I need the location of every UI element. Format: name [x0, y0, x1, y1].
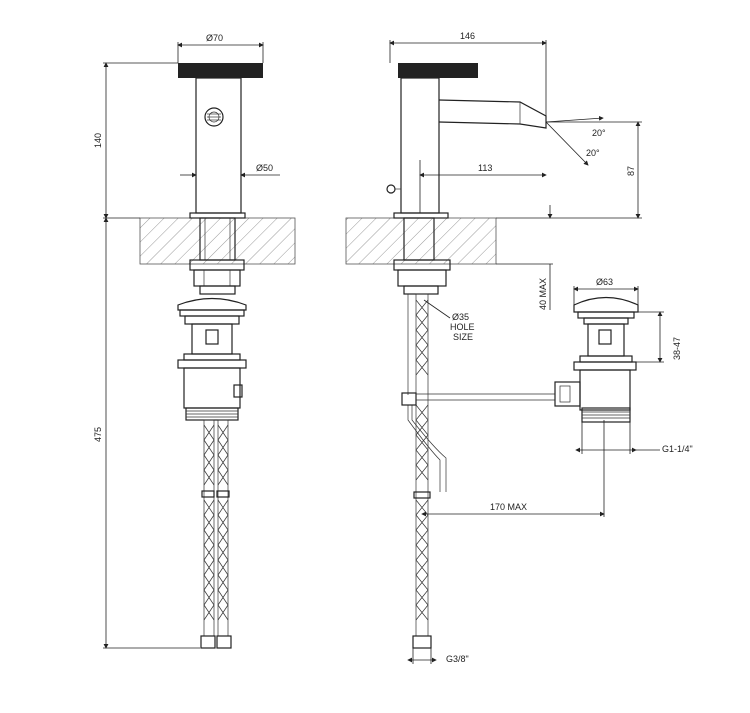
side-spout [438, 99, 547, 129]
front-drain-cap [177, 297, 247, 311]
side-faucet-cap [398, 63, 478, 78]
dim-38-47: 38-47 [672, 337, 682, 360]
dim-height-140: 140 [93, 133, 103, 148]
front-hoses [200, 419, 232, 649]
side-view: 146 113 20° 20° 87 40 MAX Ø35 HOLE SIZE … [345, 31, 642, 664]
dim-diameter-50: Ø50 [256, 163, 273, 173]
dim-hole-label-2: SIZE [453, 332, 473, 342]
drain-detail-cap [573, 296, 639, 313]
side-countertop [345, 217, 497, 265]
dim-hole-label-1: HOLE [450, 322, 475, 332]
front-faucet-cap [178, 63, 263, 78]
front-drain-body [191, 323, 233, 355]
dim-g3-8: G3/8" [446, 654, 469, 664]
front-countertop [139, 217, 296, 265]
dim-width-146: 146 [460, 31, 475, 41]
angle-bottom-20: 20° [586, 148, 600, 158]
dim-length-475: 475 [93, 427, 103, 442]
front-aerator [204, 107, 224, 127]
side-hoses [412, 293, 432, 649]
dim-diameter-63: Ø63 [596, 277, 613, 287]
dim-reach-113: 113 [478, 163, 492, 173]
front-faucet-body [195, 77, 242, 214]
front-view: Ø70 Ø50 140 475 [93, 33, 296, 649]
dim-g1-1-4: G1-1/4" [662, 444, 693, 454]
drain-detail-body [587, 323, 625, 357]
dim-40-max: 40 MAX [538, 278, 548, 310]
drain-detail: Ø63 38-47 G1-1/4" [554, 277, 693, 454]
dim-height-87: 87 [626, 166, 636, 176]
dim-hole-diameter: Ø35 [452, 312, 469, 322]
dim-diameter-70: Ø70 [206, 33, 223, 43]
dim-170-max: 170 MAX [490, 502, 527, 512]
angle-top-20: 20° [592, 128, 606, 138]
